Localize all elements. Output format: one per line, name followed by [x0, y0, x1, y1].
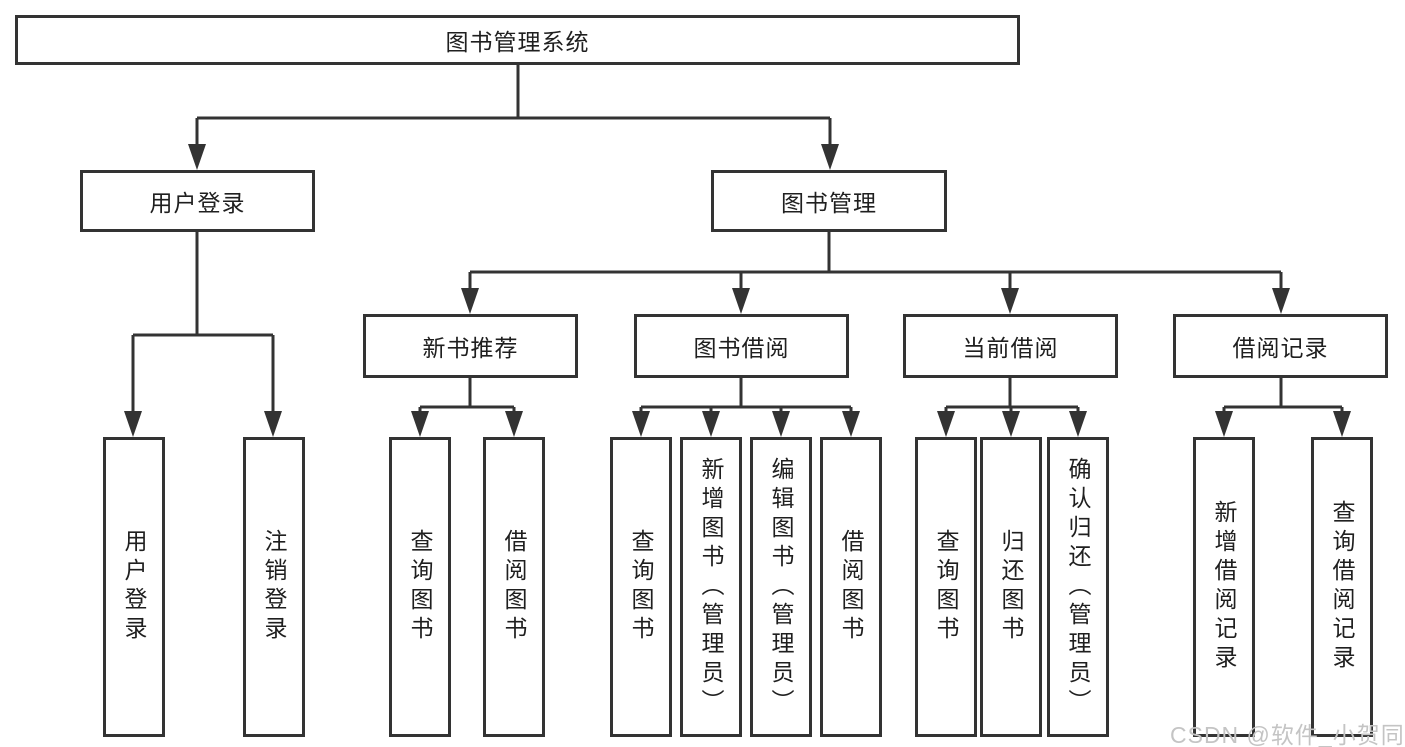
leaf-label: 查询图书 [933, 529, 959, 645]
node-book-borrowing: 图书借阅 [634, 314, 849, 378]
leaf-label: 确认归还（管理员） [1065, 456, 1091, 718]
leaf-label: 用户登录 [121, 529, 147, 645]
leaf-return-books: 归还图书 [980, 437, 1042, 737]
leaf-label: 归还图书 [998, 529, 1024, 645]
leaf-confirm-return-admin: 确认归还（管理员） [1047, 437, 1109, 737]
node-current-borrowing: 当前借阅 [903, 314, 1118, 378]
leaf-label: 新增图书（管理员） [698, 456, 724, 718]
node-book-management-system: 图书管理系统 [15, 15, 1020, 65]
csdn-watermark: CSDN @软件_小贺同学 [1170, 722, 1405, 747]
leaf-borrow-books-recommend: 借阅图书 [483, 437, 545, 737]
leaf-label: 查询图书 [407, 529, 433, 645]
leaf-add-books-admin: 新增图书（管理员） [680, 437, 742, 737]
node-book-management-branch: 图书管理 [711, 170, 947, 232]
node-label: 新书推荐 [422, 335, 519, 361]
node-label: 图书借阅 [693, 335, 790, 361]
leaf-borrow-books: 借阅图书 [820, 437, 882, 737]
leaf-query-books-borrow: 查询图书 [610, 437, 672, 737]
leaf-label: 借阅图书 [838, 529, 864, 645]
node-label: 用户登录 [149, 190, 246, 216]
leaf-label: 编辑图书（管理员） [768, 456, 794, 718]
leaf-label: 查询图书 [628, 529, 654, 645]
node-user-login-branch: 用户登录 [80, 170, 315, 232]
leaf-query-books-current: 查询图书 [915, 437, 977, 737]
leaf-query-borrow-record: 查询借阅记录 [1311, 437, 1373, 737]
leaf-edit-books-admin: 编辑图书（管理员） [750, 437, 812, 737]
leaf-query-books-recommend: 查询图书 [389, 437, 451, 737]
node-label: 图书管理系统 [445, 29, 590, 55]
node-new-book-recommendation: 新书推荐 [363, 314, 578, 378]
node-borrowing-records: 借阅记录 [1173, 314, 1388, 378]
leaf-add-borrow-record: 新增借阅记录 [1193, 437, 1255, 737]
node-label: 当前借阅 [962, 335, 1059, 361]
node-label: 借阅记录 [1232, 335, 1329, 361]
leaf-logout: 注销登录 [243, 437, 305, 737]
leaf-label: 注销登录 [261, 529, 287, 645]
arrowhead-group [124, 144, 1351, 437]
leaf-user-login: 用户登录 [103, 437, 165, 737]
node-label: 图书管理 [781, 190, 877, 216]
leaf-label: 查询借阅记录 [1329, 500, 1355, 674]
leaf-label: 新增借阅记录 [1211, 500, 1237, 674]
leaf-label: 借阅图书 [501, 529, 527, 645]
